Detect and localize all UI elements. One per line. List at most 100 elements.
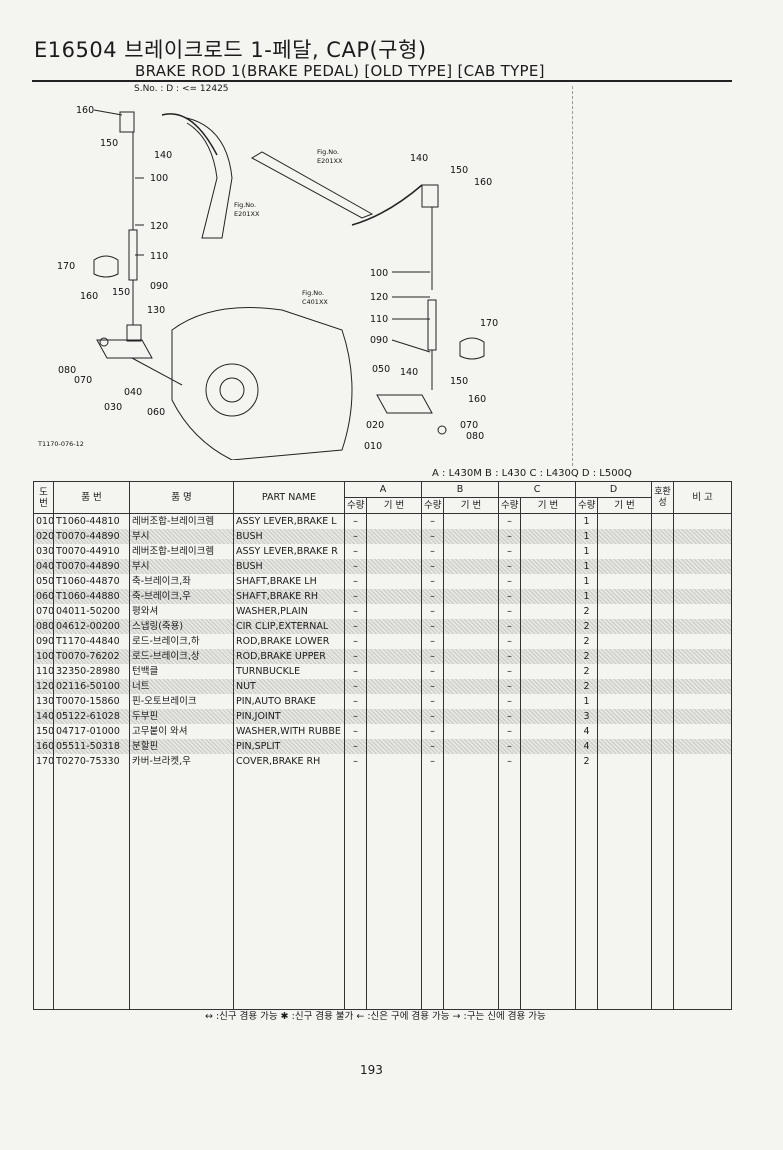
row-interchange — [651, 574, 675, 589]
row-name-ko: 부시 — [129, 559, 234, 574]
empty-cell — [575, 994, 599, 1010]
row-name-en: ASSY LEVER,BRAKE L — [233, 513, 345, 529]
row-qty-c: – — [498, 694, 521, 709]
row-qty-c: – — [498, 559, 521, 574]
row-qty-b: – — [421, 634, 444, 649]
row-serial-d — [597, 604, 653, 619]
row-qty-c: – — [498, 664, 521, 679]
empty-cell — [673, 769, 733, 994]
row-qty-c: – — [498, 649, 521, 664]
row-serial-d — [597, 619, 653, 634]
serial-range: S.No. : D : <= 12425 — [134, 84, 229, 94]
row-remarks — [673, 574, 733, 589]
row-qty-d: 2 — [575, 754, 599, 769]
row-qty-d: 3 — [575, 709, 599, 724]
row-qty-b: – — [421, 739, 444, 754]
row-serial-a — [366, 694, 422, 709]
callout-label: 080 — [466, 431, 484, 442]
row-qty-b: – — [421, 513, 444, 529]
row-serial-d — [597, 559, 653, 574]
callout-label: 010 — [364, 441, 382, 452]
row-remarks — [673, 544, 733, 559]
callout-label: 090 — [150, 281, 168, 292]
row-serial-b — [443, 679, 499, 694]
row-qty-c: – — [498, 513, 521, 529]
row-serial-a — [366, 664, 422, 679]
row-serial-b — [443, 664, 499, 679]
row-qty-b: – — [421, 664, 444, 679]
row-qty-c: – — [498, 679, 521, 694]
callout-label: 120 — [370, 292, 388, 303]
row-name-en: TURNBUCKLE — [233, 664, 345, 679]
empty-cell — [651, 769, 675, 994]
row-qty-d: 2 — [575, 649, 599, 664]
row-no: 100 — [33, 649, 54, 664]
row-qty-a: – — [344, 529, 367, 544]
row-interchange — [651, 724, 675, 739]
table-bottom-row — [33, 994, 733, 1010]
callout-label: 040 — [124, 387, 142, 398]
col-group-d-header: D — [575, 481, 653, 498]
callout-label: 080 — [58, 365, 76, 376]
row-part-no: T0070-44910 — [53, 544, 130, 559]
row-part-no: 04717-01000 — [53, 724, 130, 739]
row-qty-b: – — [421, 649, 444, 664]
callout-label: 020 — [366, 420, 384, 431]
fig-ref-label: Fig.No. — [302, 289, 324, 297]
row-qty-c: – — [498, 619, 521, 634]
row-serial-a — [366, 709, 422, 724]
callout-label: 170 — [57, 261, 75, 272]
row-no: 120 — [33, 679, 54, 694]
row-qty-a: – — [344, 574, 367, 589]
row-remarks — [673, 529, 733, 544]
col-serial-header: 기 번 — [366, 497, 422, 514]
empty-cell — [421, 769, 444, 994]
row-serial-b — [443, 709, 499, 724]
row-interchange — [651, 619, 675, 634]
row-serial-c — [519, 709, 577, 724]
row-serial-c — [519, 529, 577, 544]
row-remarks — [673, 619, 733, 634]
row-serial-b — [443, 574, 499, 589]
row-qty-c: – — [498, 724, 521, 739]
row-interchange — [651, 634, 675, 649]
row-serial-c — [519, 754, 577, 769]
row-name-ko: 축-브레이크,우 — [129, 589, 234, 604]
row-no: 060 — [33, 589, 54, 604]
row-qty-d: 2 — [575, 679, 599, 694]
row-name-ko: 부시 — [129, 529, 234, 544]
row-serial-c — [519, 739, 577, 754]
row-serial-c — [519, 664, 577, 679]
row-serial-a — [366, 724, 422, 739]
row-part-no: 32350-28980 — [53, 664, 130, 679]
diagram-ref-code: T1170-076-12 — [37, 440, 84, 448]
callout-label: 160 — [474, 177, 492, 188]
row-interchange — [651, 709, 675, 724]
leader-line — [93, 109, 123, 116]
row-qty-b: – — [421, 604, 444, 619]
row-name-ko: 레버조합-브레이크렘 — [129, 513, 234, 529]
callout-label: 120 — [150, 221, 168, 232]
right-link-arc — [351, 184, 423, 226]
row-no: 160 — [33, 739, 54, 754]
row-remarks — [673, 709, 733, 724]
row-part-no: T0070-44890 — [53, 529, 130, 544]
col-serial-header: 기 번 — [597, 497, 653, 514]
col-serial-header: 기 번 — [519, 497, 577, 514]
row-part-no: T0070-44890 — [53, 559, 130, 574]
row-serial-b — [443, 544, 499, 559]
empty-cell — [597, 769, 653, 994]
row-qty-a: – — [344, 664, 367, 679]
empty-cell — [519, 769, 577, 994]
left-cover-bracket — [93, 255, 119, 278]
row-name-en: NUT — [233, 679, 345, 694]
row-name-en: SHAFT,BRAKE LH — [233, 574, 345, 589]
row-no: 090 — [33, 634, 54, 649]
row-name-ko: 턴백클 — [129, 664, 234, 679]
